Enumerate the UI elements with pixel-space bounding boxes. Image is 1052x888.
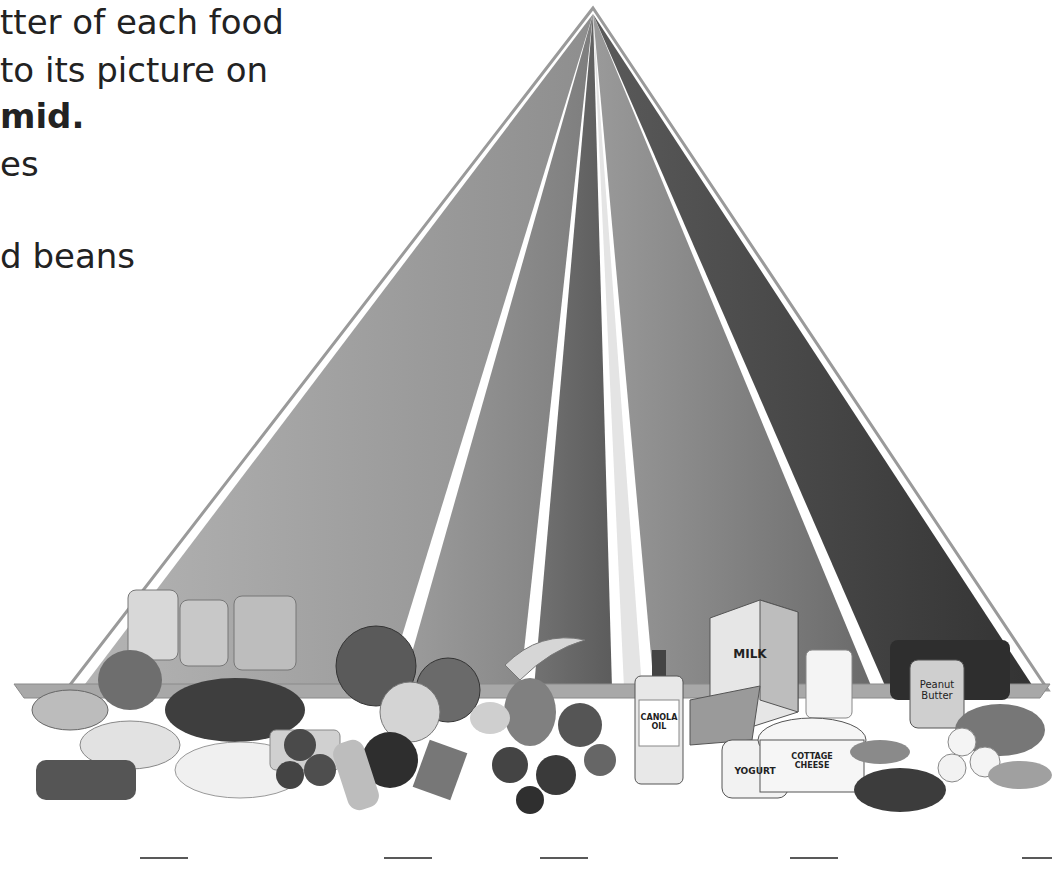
milk-band xyxy=(593,14,872,688)
fruit-foods xyxy=(470,638,616,814)
product-label: Peanut Butter xyxy=(913,679,961,701)
product-label: YOGURT xyxy=(734,767,775,777)
answer-blanks xyxy=(140,857,1052,859)
product-label: MILK xyxy=(733,648,766,661)
food-group-item: d beans xyxy=(0,238,135,275)
vegetable-foods xyxy=(276,626,480,813)
instruction-text: tter of each food xyxy=(0,4,284,41)
grain-foods xyxy=(32,590,340,800)
food-group-item: es xyxy=(0,146,39,183)
grains-band xyxy=(82,14,593,688)
instruction-text: mid. xyxy=(0,98,84,135)
oil-bottle xyxy=(635,650,683,784)
meat-beans-foods xyxy=(850,640,1052,812)
pyramid-outline xyxy=(66,8,1048,690)
pyramid-bands xyxy=(14,8,1050,698)
product-label: COTTAGE CHEESE xyxy=(777,753,847,771)
product-label: CANOLA OIL xyxy=(640,714,678,732)
instruction-text: to its picture on xyxy=(0,52,268,89)
dairy-foods xyxy=(690,600,866,798)
meat-beans-band xyxy=(593,14,1034,688)
